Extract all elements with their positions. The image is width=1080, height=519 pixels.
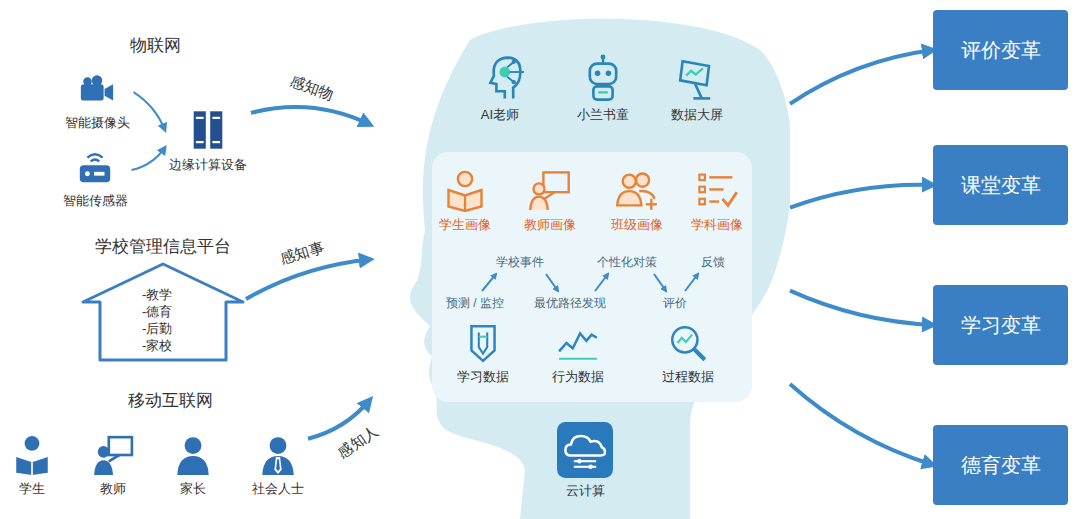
text-label: 个性化对策 [597,254,657,270]
platform-item: -后勤 [142,320,172,337]
icon-p1 [443,168,487,212]
icon-screen [673,54,721,102]
icon-ai [476,54,524,102]
icon-caption: 教师画像 [524,216,576,233]
text-label: 反馈 [701,254,725,270]
icon-sensor [76,150,114,188]
icon-robot [579,54,627,102]
head-silhouette: AI老师 小兰书童 数据大屏学生画像 教师画像 班级画像 学科画像学习数据 行为数据 过程数据… [370,0,790,519]
icon-node: 过程数据 [658,320,718,387]
change-label: 课堂变革 [961,173,1041,197]
arrow-connector [790,185,933,208]
icon-node: 班级画像 [607,166,667,235]
platform-item: -教学 [142,286,172,303]
arrow-connector [132,147,166,170]
icon-caption: 教师 [100,480,126,497]
icon-cam [78,72,116,110]
icon-stu [11,434,53,476]
icon-node: 教师 [88,432,138,499]
icon-d3 [667,322,709,364]
icon-d1 [462,322,504,364]
icon-node: 学习数据 [453,320,513,387]
icon-node: 学生 [7,432,57,499]
icon-tea [92,434,134,476]
icon-caption: 学生 [19,480,45,497]
edge-label: 感知人 [335,422,382,463]
icon-node: 社会人士 [248,432,308,499]
icon-caption: 数据大屏 [671,106,723,123]
icon-node: 智能摄像头 [61,70,134,133]
icon-node: 学科画像 [687,166,747,235]
icon-node: 智能传感器 [59,148,132,211]
icon-p3 [615,168,659,212]
text-label: 评价 [663,295,687,311]
icon-caption: 智能摄像头 [65,114,130,131]
icon-caption: 过程数据 [662,368,714,385]
icon-node: 行为数据 [548,320,608,387]
icon-edge [186,108,230,152]
change-box: 学习变革 [933,285,1068,365]
icon-caption: 边缘计算设备 [169,156,247,173]
change-label: 评价变革 [961,38,1041,62]
change-label: 学习变革 [961,313,1041,337]
icon-caption: 学习数据 [457,368,509,385]
change-box: 德育变革 [933,425,1068,505]
icon-d2 [557,322,599,364]
edge-label: 感知物 [287,72,335,104]
text-label: 预测 / 监控 [446,295,504,311]
icon-node: 数据大屏 [667,52,727,125]
icon-p4 [695,168,739,212]
arrow-connector [246,260,370,300]
text-label: 最优路径发现 [534,295,606,311]
icon-caption: 学生画像 [439,216,491,233]
icon-node: 教师画像 [520,166,580,235]
icon-par [172,434,214,476]
icon-caption: 行为数据 [552,368,604,385]
icon-node: 边缘计算设备 [165,106,251,175]
icon-p2 [528,168,572,212]
arrow-connector [790,50,933,104]
icon-node: 学生画像 [435,166,495,235]
platform-item: -家校 [142,337,172,354]
icon-node: 小兰书童 [573,52,633,125]
arrow-connector [134,92,166,130]
platform-heading: 学校管理信息平台 [80,236,246,258]
icon-node: AI老师 [472,52,528,125]
change-box: 课堂变革 [933,145,1068,225]
icon-soc [257,434,299,476]
icon-caption: 家长 [180,480,206,497]
icon-caption: 社会人士 [252,480,304,497]
change-box: 评价变革 [933,10,1068,90]
icon-caption: 小兰书童 [577,106,629,123]
icon-caption: 智能传感器 [63,192,128,209]
icon-caption: 学科画像 [691,216,743,233]
arrow-connector [251,107,370,125]
icon-node: 云计算 [553,420,617,501]
house-node: 学校管理信息平台 -教学-德育-后勤-家校 [80,236,246,362]
arrow-connector [790,291,933,325]
text-label: 学校事件 [496,254,544,270]
icon-caption: 班级画像 [611,216,663,233]
text-label: 物联网 [130,35,181,56]
text-label: 移动互联网 [128,390,213,411]
arrow-connector [790,384,933,465]
platform-item: -德育 [142,303,172,320]
icon-cloud [557,422,613,478]
icon-caption: 云计算 [566,482,605,499]
edge-label: 感知事 [278,237,326,267]
change-label: 德育变革 [961,453,1041,477]
icon-node: 家长 [168,432,218,499]
icon-caption: AI老师 [481,106,519,123]
